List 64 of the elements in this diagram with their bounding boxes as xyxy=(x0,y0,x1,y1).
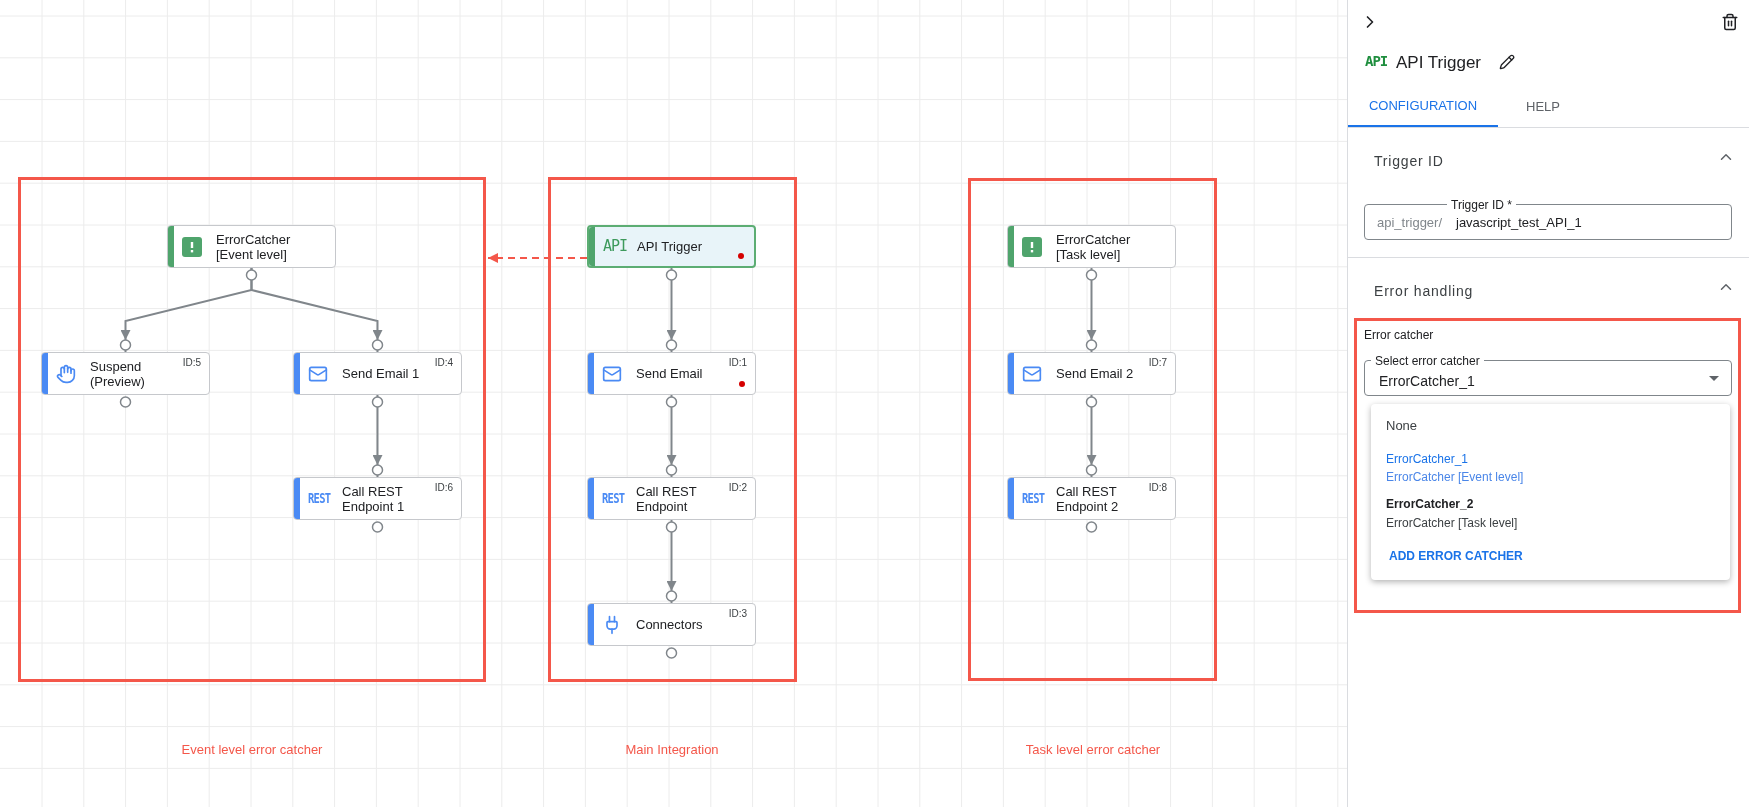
panel-title: API Trigger xyxy=(1396,52,1482,74)
add-button: ADD ERROR CATCHER xyxy=(1383,544,1529,568)
task-card xyxy=(167,225,336,268)
connector-arrow xyxy=(1086,394,1097,478)
group-caption: Task level error catcher xyxy=(1025,741,1161,759)
selected-task-card xyxy=(587,225,756,268)
task-id: ID:3 xyxy=(728,607,747,621)
task-card xyxy=(1007,477,1176,520)
tab: CONFIGURATION xyxy=(1348,86,1498,127)
task-id: ID:8 xyxy=(1148,481,1167,495)
task-title: Send Email 1 xyxy=(342,366,421,381)
task-card xyxy=(587,603,756,646)
task-id: ID:6 xyxy=(434,481,453,495)
field-heading: Error catcher xyxy=(1364,327,1434,344)
menu-option-subtitle: ErrorCatcher [Event level] xyxy=(1386,469,1524,486)
task-card xyxy=(293,477,462,520)
task-title: Suspend (Preview) xyxy=(90,358,146,389)
section-heading: Error handling xyxy=(1374,282,1474,301)
task-title: Send Email xyxy=(636,366,704,381)
menu-option-subtitle: ErrorCatcher [Task level] xyxy=(1386,515,1518,532)
field-value: ErrorCatcher_1 xyxy=(1379,372,1475,391)
task-card xyxy=(587,352,756,395)
task-card xyxy=(41,352,210,395)
field-prefix: api_trigger/ xyxy=(1377,214,1443,232)
task-title: Send Email 2 xyxy=(1056,366,1135,381)
task-title: Call REST Endpoint xyxy=(636,483,698,514)
task-card xyxy=(587,477,756,520)
rest-icon: REST xyxy=(1022,488,1045,509)
connector-arrow xyxy=(250,267,383,353)
section-heading: Trigger ID xyxy=(1374,152,1444,171)
task-id: ID:4 xyxy=(434,356,453,370)
connector-arrow xyxy=(666,519,677,604)
task-card xyxy=(1007,352,1176,395)
task-card xyxy=(1007,225,1176,268)
task-title: ErrorCatcher [Event level] xyxy=(216,231,292,262)
task-id: ID:2 xyxy=(728,481,747,495)
task-title: ErrorCatcher [Task level] xyxy=(1056,231,1132,262)
dashed-arrow xyxy=(487,253,588,263)
group-caption: Event level error catcher xyxy=(181,741,323,759)
group-caption: Main Integration xyxy=(625,741,719,759)
api-icon: API xyxy=(1365,51,1388,72)
task-id: ID:5 xyxy=(182,356,201,370)
task-title: Connectors xyxy=(636,617,704,632)
highlight-frame xyxy=(18,177,486,682)
task-title: Call REST Endpoint 1 xyxy=(342,483,406,514)
task-title: API Trigger xyxy=(637,239,704,254)
highlight-frame xyxy=(548,177,797,682)
task-title: Call REST Endpoint 2 xyxy=(1056,483,1120,514)
menu-option-title: ErrorCatcher_1 xyxy=(1386,451,1469,468)
connector-arrow xyxy=(1086,267,1097,353)
task-id: ID:1 xyxy=(728,356,747,370)
menu-option-title: ErrorCatcher_2 xyxy=(1386,496,1474,513)
task-id: ID:7 xyxy=(1148,356,1167,370)
rest-icon: REST xyxy=(602,488,625,509)
rest-icon: REST xyxy=(308,488,331,509)
tab: HELP xyxy=(1508,86,1578,127)
highlight-frame xyxy=(968,178,1217,681)
connector-arrow xyxy=(666,267,677,353)
task-card xyxy=(293,352,462,395)
field-value: javascript_test_API_1 xyxy=(1456,214,1582,232)
api-icon: API xyxy=(603,235,633,258)
menu-option: None xyxy=(1386,416,1418,436)
connector-arrow xyxy=(372,394,383,478)
connector-arrow xyxy=(666,394,677,478)
